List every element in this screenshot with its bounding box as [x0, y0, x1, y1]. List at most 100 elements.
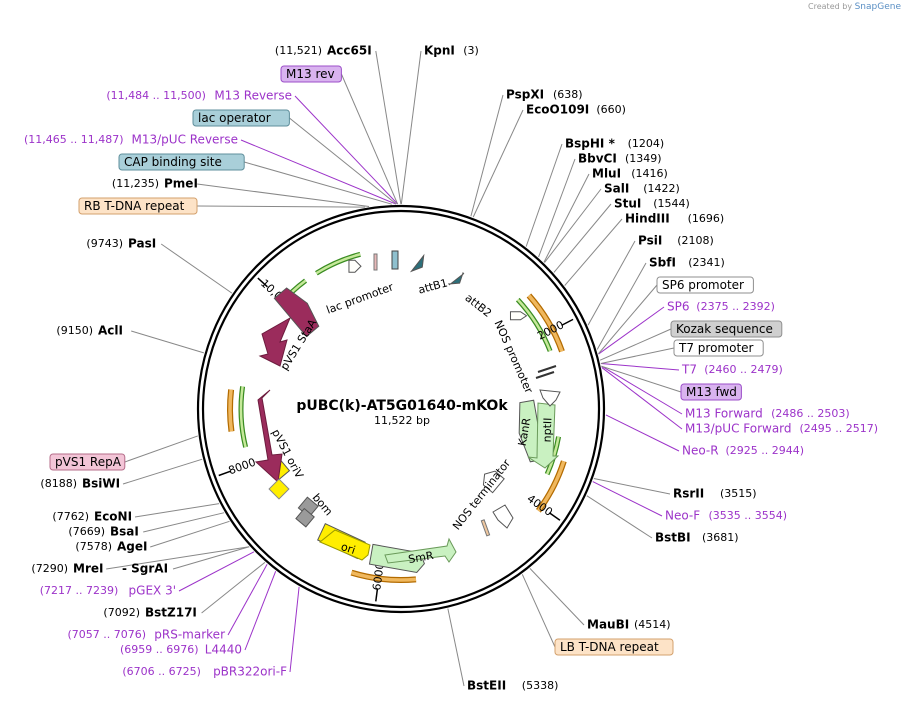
leader-line — [106, 546, 250, 570]
feature-box-bg — [118, 153, 245, 171]
feature-nos-promoter-shape-large — [539, 389, 561, 407]
snapgene-credit: Created by SnapGene — [808, 2, 901, 12]
feature-nos-terminator — [482, 470, 505, 494]
primer-m13-reverse: M13 Reverse(11,484 .. 11,500) — [106, 89, 292, 103]
primer-t7: T7(2460 .. 2479) — [681, 363, 783, 377]
enzyme-position: (8188) — [40, 477, 77, 490]
plasmid-backbone — [196, 204, 606, 614]
feature-box-label: pVS1 RepA — [55, 455, 122, 469]
enzyme-position: (7578) — [75, 540, 112, 553]
feature-sp6-mark — [537, 365, 557, 373]
primer-name: M13/pUC Forward — [685, 422, 792, 436]
leader-line — [587, 240, 636, 326]
leader-lines — [106, 50, 683, 687]
primer-neo-r: Neo-R(2925 .. 2944) — [682, 444, 804, 458]
leader-line — [201, 561, 266, 614]
enzyme-position: (3515) — [720, 487, 757, 500]
enzyme-hindiii: HindIII(1696) — [625, 212, 724, 226]
enzyme-bstbi: BstBI(3681) — [655, 531, 739, 545]
leader-line — [160, 243, 233, 294]
primer-name: M13 Forward — [685, 407, 763, 421]
enzyme-name: PasI — [128, 237, 156, 251]
enzyme-kpni: KpnI(3) — [424, 44, 479, 58]
enzyme-position: (1349) — [625, 152, 662, 165]
enzyme-name: PspXI — [506, 88, 544, 102]
feature-label-smr: SmR — [407, 549, 435, 566]
primer-position: (2486 .. 2503) — [771, 407, 850, 420]
enzyme-position: (9150) — [56, 324, 93, 337]
enzyme-position: (3681) — [702, 531, 739, 544]
tick-mark — [257, 277, 268, 288]
primer-position: (7217 .. 7239) — [40, 584, 119, 597]
feature-box-lb-t-dna-repeat: LB T-DNA repeat — [554, 638, 674, 656]
feature-nos-terminator-shape-large — [492, 504, 514, 529]
enzyme-name: SalI — [604, 182, 629, 196]
feature-box-sp6-promoter: SP6 promoter — [656, 276, 754, 294]
enzyme-acc65i: Acc65I(11,521) — [275, 44, 372, 58]
primer-position: (2375 .. 2392) — [696, 300, 775, 313]
feature-label-nos-promoter: NOS promoter — [492, 318, 536, 395]
enzyme-name: HindIII — [625, 212, 670, 226]
feature-nptii-shape-large — [527, 402, 560, 469]
leader-line — [447, 608, 465, 687]
leader-line — [240, 139, 397, 205]
leader-line — [525, 143, 563, 247]
enzyme-name: BstZ17I — [145, 606, 197, 620]
enzyme-agei: AgeI(7578) — [75, 540, 147, 554]
leader-line — [122, 458, 203, 485]
enzyme-name: PmeI — [164, 177, 198, 191]
feature-attb2-shape — [447, 271, 465, 286]
features — [254, 250, 561, 574]
primer-name: T7 — [681, 363, 697, 377]
leader-line — [596, 262, 647, 350]
gene-arc — [527, 294, 564, 352]
feature-smr-shape-large — [384, 537, 457, 564]
primer-name: SP6 — [667, 300, 690, 314]
leader-line — [601, 367, 683, 430]
enzyme-rsrii: RsrII(3515) — [673, 487, 757, 501]
enzyme-position: (2341) — [688, 256, 725, 269]
leader-line — [543, 173, 590, 263]
enzyme-bsphi: BspHI *(1204) — [565, 137, 664, 151]
leader-line — [529, 568, 585, 626]
primer-position: (6959 .. 6976) — [120, 643, 199, 656]
feature-box-bg — [656, 276, 754, 294]
leader-line — [400, 50, 422, 205]
enzyme-pasi: PasI(9743) — [86, 237, 156, 251]
feature-box-label: lac operator — [198, 111, 271, 125]
feature-box-label: M13 fwd — [686, 385, 737, 399]
plasmid-name: pUBC(k)-AT5G01640-mKOk — [296, 398, 508, 414]
leader-line — [244, 161, 392, 205]
feature-cap-site-mark — [391, 250, 399, 270]
leader-line — [601, 365, 682, 393]
enzyme-name: EcoO109I — [526, 103, 589, 117]
primer-position: (11,465 .. 11,487) — [24, 133, 124, 146]
feature-box-bg — [554, 638, 674, 656]
feature-lac-promoter — [348, 259, 362, 273]
leader-line — [150, 520, 230, 548]
enzyme-mlui: MluI(1416) — [592, 167, 668, 181]
gene-arc — [228, 389, 234, 432]
primer-name: pBR322ori-F — [213, 665, 287, 679]
feature-ori-shape-large — [319, 529, 371, 561]
enzyme-position: (3) — [463, 44, 479, 57]
enzyme-name: AclI — [98, 324, 123, 338]
enzyme-name: - SgrAI — [122, 562, 168, 576]
enzyme-maubi: MauBI(4514) — [587, 618, 671, 632]
leader-line — [538, 158, 576, 258]
feature-box-lac-operator: lac operator — [192, 109, 290, 127]
enzyme-name: PsiI — [638, 234, 662, 248]
backbone-inner-ring — [201, 209, 601, 609]
leader-line — [564, 218, 623, 286]
primer-position: (2925 .. 2944) — [726, 444, 805, 457]
primer-pgex-3: pGEX 3'(7217 .. 7239) — [40, 584, 176, 598]
feature-label-attb1: attB1 — [417, 276, 449, 296]
enzyme-position: (4514) — [634, 618, 671, 631]
tick-label: 8000 — [227, 456, 258, 478]
enzyme-position: (638) — [553, 88, 583, 101]
leader-line — [470, 94, 504, 217]
feature-box-bg — [673, 339, 764, 357]
enzyme-name: MluI — [592, 167, 621, 181]
